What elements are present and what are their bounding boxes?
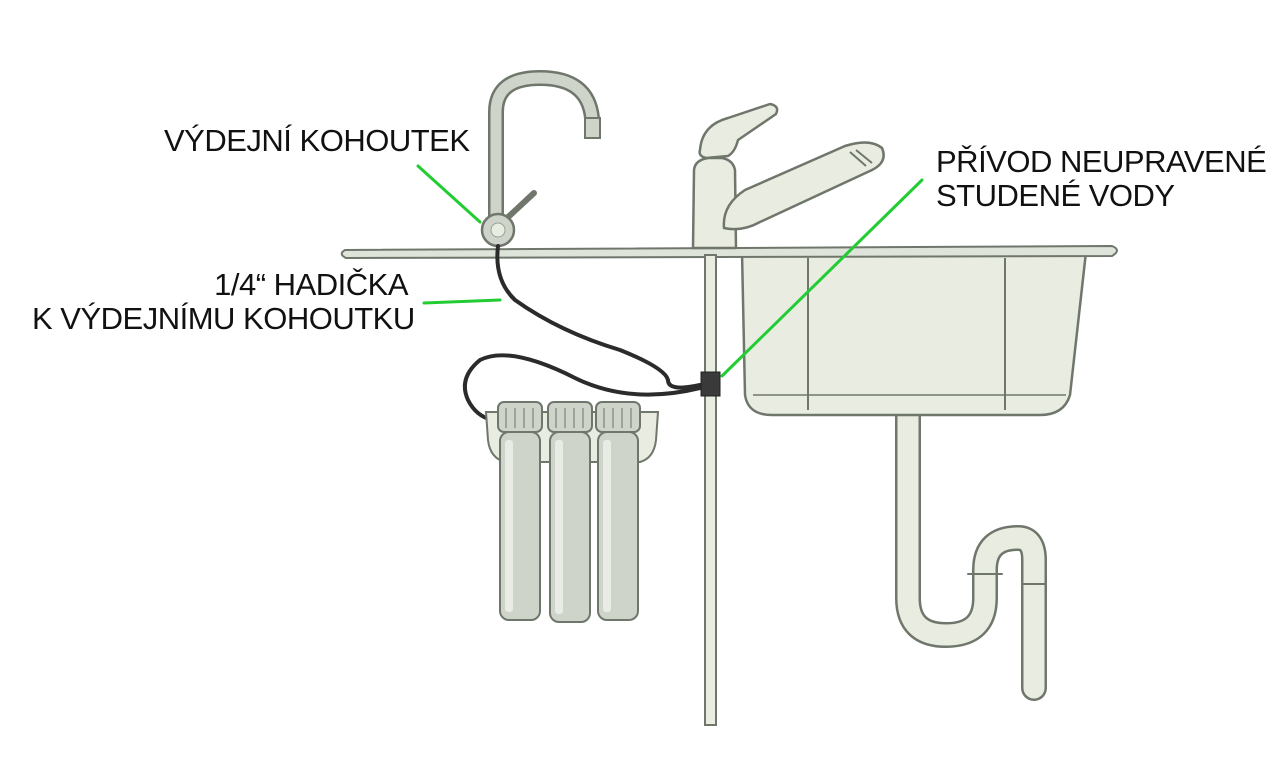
label-dispensing-faucet: VÝDEJNÍ KOHOUTEK: [164, 123, 470, 158]
leader-lines: [416, 164, 924, 378]
label-cold-supply-line2: STUDENÉ VODY: [936, 178, 1175, 213]
cold-water-pipe: [700, 254, 721, 726]
dispensing-faucet: [480, 69, 601, 248]
filter-canister-3: [595, 401, 641, 621]
sink-basin: [740, 250, 1088, 417]
leader-line-dispensing-faucet: [416, 164, 482, 224]
label-cold-supply-line1: PŘÍVOD NEUPRAVENÉ: [936, 144, 1267, 179]
label-tube-line2: K VÝDEJNÍMU KOHOUTKU: [32, 301, 415, 336]
label-tube-line1: 1/4“ HADIČKA: [214, 267, 408, 302]
countertop: [340, 244, 1118, 260]
drain-trap: [895, 392, 1047, 701]
label-cold-supply: PŘÍVOD NEUPRAVENÉ STUDENÉ VODY: [936, 144, 1267, 213]
leader-line-cold-supply: [720, 178, 924, 378]
filter-unit: [484, 401, 660, 623]
label-tube: 1/4“ HADIČKA K VÝDEJNÍMU KOHOUTKU: [32, 267, 415, 336]
tubing: [463, 244, 702, 422]
filter-canister-2: [547, 401, 593, 623]
leader-line-tube: [422, 298, 502, 305]
filter-canister-1: [497, 401, 543, 621]
kitchen-faucet: [691, 102, 885, 250]
